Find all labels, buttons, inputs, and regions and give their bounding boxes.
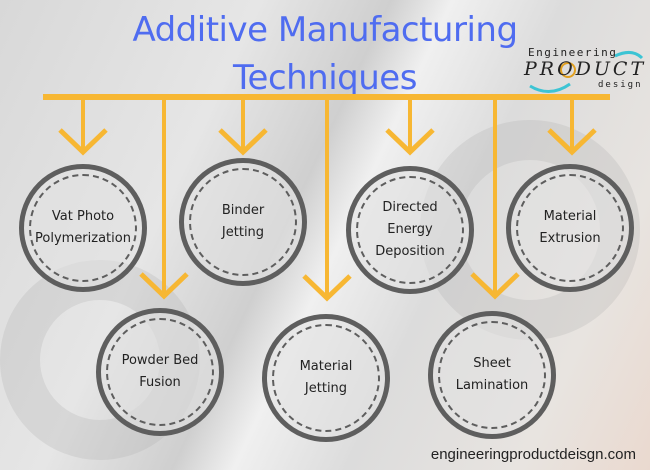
technique-label: Jetting	[221, 225, 265, 240]
logo-line-1: Engineering	[528, 46, 618, 59]
technique-label: Jetting	[304, 381, 348, 396]
arrowhead	[302, 274, 352, 302]
technique-label: Sheet	[473, 356, 511, 371]
technique-label: Binder	[221, 203, 265, 218]
technique-label: Vat Photo	[51, 209, 115, 224]
technique-label: Directed Energy	[382, 200, 438, 237]
logo-line-2: PRODUCT	[524, 58, 647, 80]
arrowhead	[58, 128, 108, 156]
arrowhead	[470, 272, 520, 300]
title-line-1: Additive Manufacturing	[132, 10, 518, 50]
website-url: engineeringproductdeisgn.com	[430, 446, 636, 463]
logo-line-3: design	[598, 80, 643, 90]
technique-label: Deposition	[375, 244, 445, 259]
technique-label: Lamination	[455, 378, 529, 393]
arrowhead	[547, 128, 597, 156]
arrowhead	[218, 128, 268, 156]
engineering-product-design-logo: Engineering PRODUCT design	[520, 46, 645, 96]
technique-label: Powder Bed	[121, 353, 199, 368]
logo-swoosh-icon	[529, 51, 644, 93]
technique-label: Polymerization	[35, 231, 131, 246]
technique-label: Material	[543, 209, 597, 224]
arrowhead	[385, 128, 435, 156]
technique-label: Extrusion	[539, 231, 601, 246]
title-line-2: Techniques	[233, 58, 417, 98]
arrowhead	[139, 272, 189, 300]
technique-label: Material	[299, 359, 353, 374]
technique-label: Fusion	[139, 375, 181, 390]
